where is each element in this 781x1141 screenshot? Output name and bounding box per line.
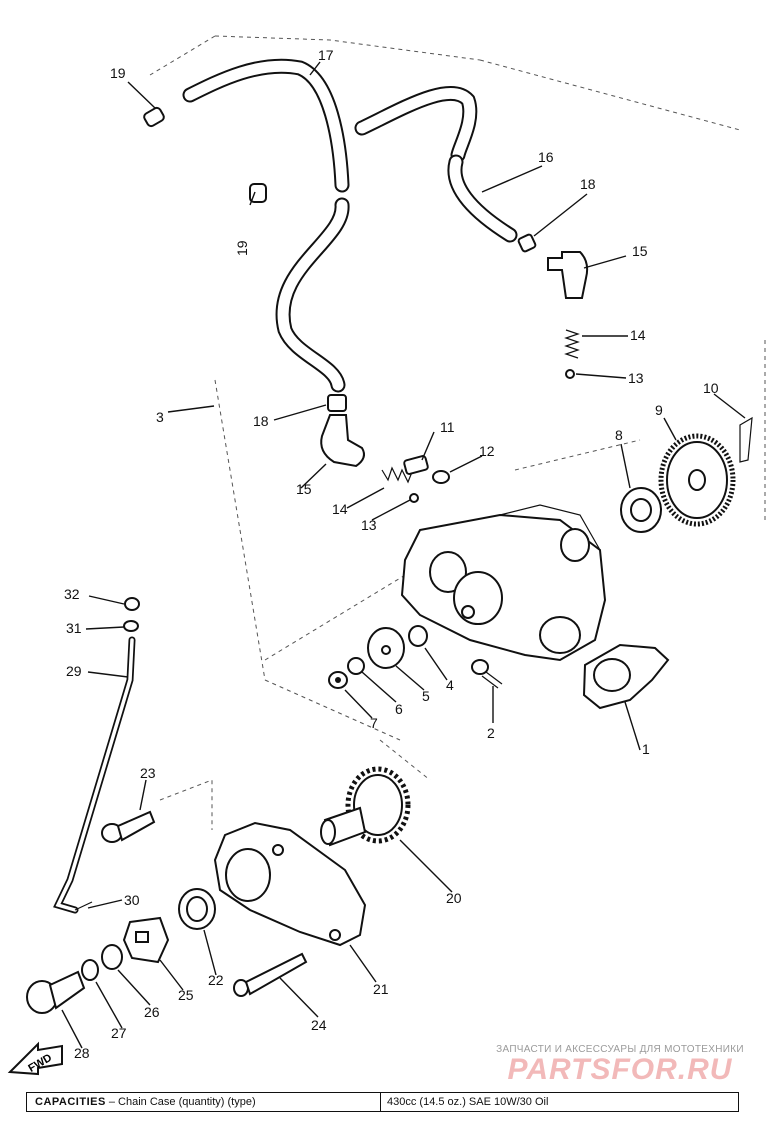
callout-15-left: 15 (296, 481, 312, 497)
gasket-1 (582, 643, 670, 710)
washer-4 (408, 625, 428, 647)
callout-18-left: 18 (253, 413, 269, 429)
callout-5: 5 (422, 688, 430, 704)
watermark-tagline: ЗАПЧАСТИ И АКСЕССУАРЫ ДЛЯ МОТОТЕХНИКИ (496, 1044, 744, 1055)
nut-32 (124, 597, 140, 611)
callout-labels: 1 2 3 4 5 6 7 8 9 10 11 12 13 13 14 14 1… (64, 47, 719, 1061)
hose-cap-19-lower (249, 183, 267, 203)
capacities-description: – Chain Case (quantity) (type) (105, 1096, 256, 1108)
site-watermark: ЗАПЧАСТИ И АКСЕССУАРЫ ДЛЯ МОТОТЕХНИКИ PA… (470, 1044, 770, 1085)
screw-7 (328, 671, 348, 689)
callout-15-right: 15 (632, 243, 648, 259)
bearing-8 (620, 487, 662, 533)
union-bolt-11 (403, 455, 429, 475)
washer-31 (123, 620, 139, 632)
callout-14-left: 14 (332, 501, 348, 517)
check-spring-14-right (564, 329, 580, 359)
callout-29: 29 (66, 663, 82, 679)
capacities-title: CAPACITIES (35, 1096, 106, 1108)
callout-16: 16 (538, 149, 554, 165)
banjo-union-15-right (547, 251, 589, 299)
callout-2: 2 (487, 725, 495, 741)
drive-gear-20 (320, 766, 411, 847)
oil-hose-16 (354, 85, 518, 243)
callout-25: 25 (178, 987, 194, 1003)
banjo-union-15-left (320, 414, 365, 468)
callout-30: 30 (124, 892, 140, 908)
callout-24: 24 (311, 1017, 327, 1033)
callout-1: 1 (642, 741, 650, 757)
forward-direction-arrow: FWD (7, 1041, 63, 1076)
screw-2 (471, 659, 503, 689)
oil-pump-housing (400, 504, 607, 662)
stud-bolt-24 (233, 952, 308, 997)
callout-8: 8 (615, 427, 623, 443)
callout-32: 32 (64, 586, 80, 602)
callout-26: 26 (144, 1004, 160, 1020)
assembly-outline (149, 35, 766, 830)
callout-22: 22 (208, 972, 224, 988)
callout-4: 4 (446, 677, 454, 693)
hose-clip-18-right (517, 233, 537, 253)
callout-19-lower: 19 (234, 240, 250, 256)
adjuster-bolt-28 (26, 970, 86, 1014)
callout-10: 10 (703, 380, 719, 396)
capacities-value-cell: 430cc (14.5 oz.) SAE 10W/30 Oil (387, 1096, 549, 1108)
callout-11: 11 (440, 419, 455, 435)
washer-26 (101, 944, 123, 970)
washer-12 (432, 470, 450, 484)
plate-5 (367, 627, 405, 669)
callout-12: 12 (479, 443, 495, 459)
check-ball-13-left (409, 493, 419, 503)
callout-13-left: 13 (361, 517, 377, 533)
lever-25 (122, 916, 170, 964)
callout-27: 27 (111, 1025, 127, 1041)
watermark-logo: PARTSFOR.RU (507, 1053, 733, 1086)
callout-17: 17 (318, 47, 334, 63)
callout-9: 9 (655, 402, 663, 418)
hose-cap-19-top (143, 106, 165, 128)
oil-seal-22 (178, 888, 216, 930)
washer-6 (347, 657, 365, 675)
callout-3: 3 (156, 409, 164, 425)
cotter-pin-30 (74, 901, 93, 911)
callout-18-right: 18 (580, 176, 596, 192)
callout-6: 6 (395, 701, 403, 717)
hose-clip-18-left (327, 394, 347, 412)
callout-23: 23 (140, 765, 156, 781)
callout-14-right: 14 (630, 327, 646, 343)
callout-28: 28 (74, 1045, 90, 1061)
oil-hose-17 (182, 58, 350, 393)
callout-21: 21 (373, 981, 389, 997)
callout-leaders (61, 61, 746, 1049)
callout-31: 31 (66, 620, 82, 636)
washer-27 (81, 959, 99, 981)
callout-13-right: 13 (628, 370, 644, 386)
callout-7: 7 (370, 715, 378, 731)
capacities-table: CAPACITIES – Chain Case (quantity) (type… (26, 1092, 739, 1112)
adjuster-rod-29 (53, 636, 136, 914)
check-spring-14-left (381, 466, 413, 484)
capacities-label-cell: CAPACITIES – Chain Case (quantity) (type… (27, 1093, 381, 1111)
bolt-23 (101, 810, 156, 843)
chain-case-cover-21 (213, 821, 367, 947)
pump-drive-gear-9 (658, 433, 736, 527)
check-ball-13-right (565, 369, 575, 379)
circlip-10 (739, 416, 753, 463)
callout-20: 20 (446, 890, 462, 906)
callout-19-top: 19 (110, 65, 126, 81)
